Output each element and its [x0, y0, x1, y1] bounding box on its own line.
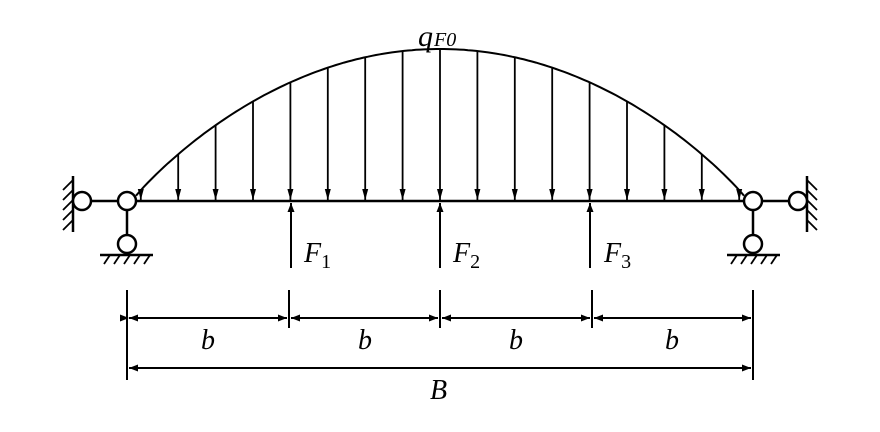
- dimension-lines: [120, 290, 754, 380]
- right-ground-roller: [742, 233, 764, 255]
- right-hinge: [742, 190, 764, 212]
- left-support: [62, 176, 153, 265]
- right-wall-roller: [787, 190, 809, 212]
- distributed-load: [135, 48, 745, 200]
- label-f3: F3: [603, 238, 631, 273]
- left-wall-roller: [71, 190, 93, 212]
- label-f1: F1: [303, 238, 331, 273]
- segment-label-4: b: [665, 325, 679, 356]
- segment-label-2: b: [358, 325, 372, 356]
- label-f2: F2: [452, 238, 480, 273]
- left-ground-roller: [116, 233, 138, 255]
- right-support: [727, 176, 818, 265]
- left-hinge: [116, 190, 138, 212]
- total-span-label: B: [430, 375, 447, 406]
- segment-label-1: b: [201, 325, 215, 356]
- reaction-forces: [287, 203, 594, 268]
- segment-label-3: b: [509, 325, 523, 356]
- label-q: qF0: [418, 20, 456, 53]
- load-arrows: [137, 49, 743, 200]
